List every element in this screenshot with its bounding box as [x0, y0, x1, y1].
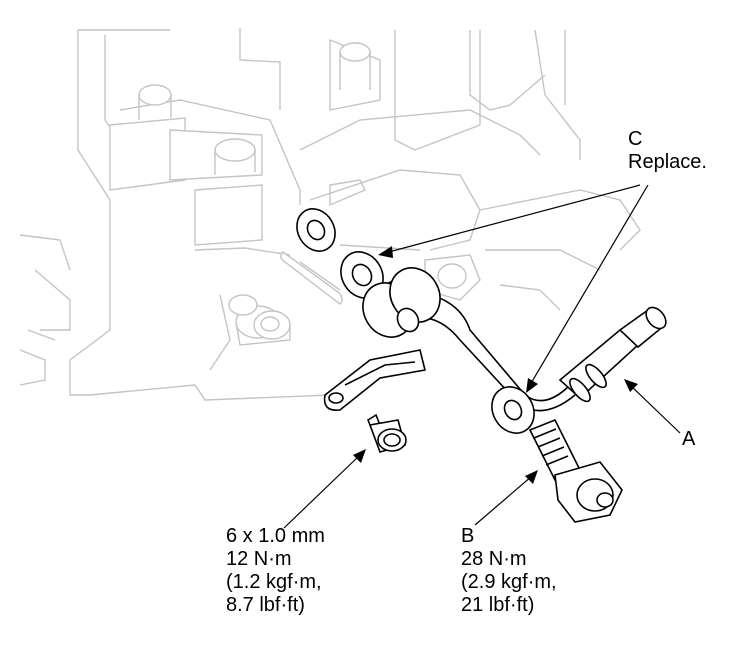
banjo-bolt-icon	[528, 418, 623, 523]
callout-b: B 28 N·m (2.9 kgf·m, 21 lbf·ft)	[461, 525, 557, 617]
leader-lines	[283, 184, 681, 529]
callout-c-text: Replace.	[628, 151, 707, 173]
small-bolt-size: 6 x 1.0 mm	[226, 525, 325, 547]
callout-b-torque-kgf: (2.9 kgf·m,	[461, 571, 557, 593]
small-bolt-torque-kgf: (1.2 kgf·m,	[226, 571, 322, 593]
callout-small-bolt: 6 x 1.0 mm 12 N·m (1.2 kgf·m, 8.7 lbf·ft…	[226, 525, 325, 617]
union-fitting-icon	[296, 208, 535, 434]
transmission-housing-icon	[19, 28, 641, 401]
callout-b-torque-nm: 28 N·m	[461, 548, 527, 570]
callout-c-letter: C	[628, 128, 643, 150]
atf-cooler-pipe-icon	[323, 291, 667, 412]
callout-a: A	[682, 428, 695, 451]
callout-b-letter: B	[461, 525, 475, 547]
callout-a-letter: A	[682, 428, 696, 450]
flange-bolt-icon	[367, 413, 407, 453]
small-bolt-torque-nm: 12 N·m	[226, 548, 292, 570]
callout-b-torque-lbf: 21 lbf·ft)	[461, 594, 535, 616]
callout-c: C Replace.	[628, 128, 707, 174]
small-bolt-torque-lbf: 8.7 lbf·ft)	[226, 594, 305, 616]
